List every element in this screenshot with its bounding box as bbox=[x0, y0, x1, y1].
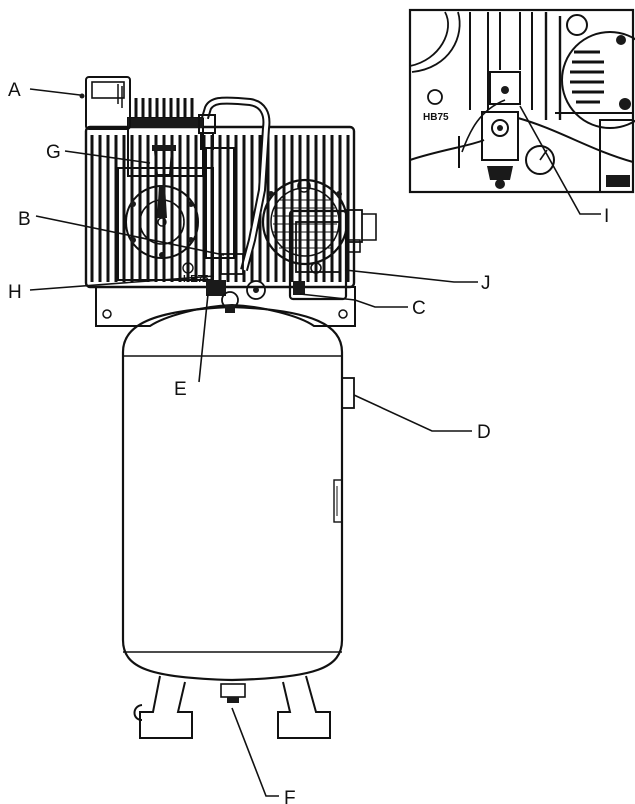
leader-a bbox=[29, 88, 81, 96]
tank-leg-left bbox=[139, 675, 193, 739]
leader-f bbox=[231, 707, 279, 797]
leader-c bbox=[299, 293, 408, 308]
inset-detail: HB75 bbox=[408, 8, 635, 194]
leader-e bbox=[198, 293, 209, 383]
label-h: H bbox=[8, 282, 22, 303]
leader-d bbox=[353, 394, 472, 432]
label-d: D bbox=[477, 422, 491, 443]
pump-assembly: HB75 bbox=[85, 76, 214, 285]
label-f: F bbox=[284, 788, 296, 804]
leader-j bbox=[344, 269, 478, 283]
label-b: B bbox=[18, 209, 31, 230]
callout-labels: A B C D E F G H I J bbox=[8, 80, 609, 804]
check-valve bbox=[206, 280, 266, 313]
drain-valve bbox=[220, 683, 246, 698]
tank-leg-right bbox=[277, 675, 331, 739]
air-tank bbox=[121, 305, 355, 739]
pump-marking: HB75 bbox=[183, 274, 209, 285]
label-c: C bbox=[412, 298, 426, 319]
leader-lines bbox=[29, 88, 601, 797]
label-e: E bbox=[174, 379, 187, 400]
label-a: A bbox=[8, 80, 21, 101]
leader-b bbox=[35, 215, 225, 256]
pressure-switch bbox=[288, 209, 377, 301]
leader-g bbox=[64, 150, 151, 164]
side-port bbox=[341, 377, 355, 409]
leader-h bbox=[29, 275, 215, 291]
label-i: I bbox=[604, 206, 609, 227]
inset-marking: HB75 bbox=[423, 112, 449, 123]
label-j: J bbox=[481, 273, 491, 294]
leader-i bbox=[519, 105, 601, 215]
discharge-tube bbox=[198, 96, 271, 275]
air-filter bbox=[85, 76, 131, 130]
label-g: G bbox=[46, 142, 61, 163]
